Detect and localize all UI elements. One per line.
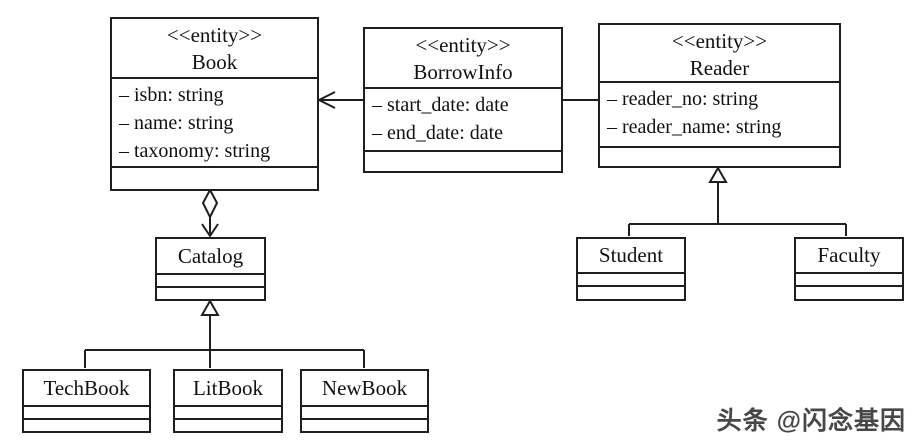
class-name: Reader: [689, 56, 750, 80]
attributes-compartment: [796, 272, 902, 285]
class-name: TechBook: [43, 375, 130, 400]
class-name: Student: [598, 243, 664, 267]
class-title: <<entity>> BorrowInfo: [365, 29, 561, 87]
attribute: – isbn: string: [119, 84, 224, 106]
operations-compartment: [302, 418, 427, 431]
attributes-compartment: – start_date: date – end_date: date: [365, 87, 561, 150]
class-title: <<entity>> Book: [112, 19, 317, 77]
class-box-newbook: NewBook: [300, 369, 429, 433]
generalization-reader-children: [628, 165, 847, 236]
attribute: – name: string: [119, 112, 234, 134]
watermark-text: 头条 @闪念基因: [716, 407, 906, 435]
class-name: LitBook: [192, 375, 263, 400]
class-box-reader: <<entity>> Reader – reader_no: string – …: [598, 23, 841, 168]
class-stereotype: <<entity>>: [415, 33, 511, 57]
generalization-catalog-children: [84, 298, 365, 368]
class-name: BorrowInfo: [413, 60, 513, 84]
class-box-catalog: Catalog: [155, 237, 266, 301]
attribute: – reader_no: string: [607, 88, 759, 110]
class-name: Book: [191, 50, 238, 74]
class-name: NewBook: [321, 375, 408, 400]
attribute: – taxonomy: string: [119, 140, 271, 162]
attributes-compartment: [24, 405, 149, 418]
attribute: – reader_name: string: [607, 116, 782, 138]
class-box-faculty: Faculty: [794, 237, 904, 301]
attribute: – start_date: date: [372, 94, 509, 116]
class-name: Faculty: [817, 243, 881, 267]
attributes-compartment: [578, 272, 684, 285]
attributes-compartment: – reader_no: string – reader_name: strin…: [600, 81, 839, 146]
association-borrowinfo-to-book: [316, 91, 363, 109]
attributes-compartment: [175, 405, 281, 418]
attribute: – end_date: date: [372, 122, 504, 144]
class-box-borrowinfo: <<entity>> BorrowInfo – start_date: date…: [363, 27, 563, 173]
operations-compartment: [112, 166, 317, 189]
class-name: Catalog: [177, 243, 244, 268]
class-box-litbook: LitBook: [173, 369, 283, 433]
class-stereotype: <<entity>>: [671, 29, 768, 53]
class-box-techbook: TechBook: [22, 369, 151, 433]
operations-compartment: [175, 418, 281, 431]
operations-compartment: [157, 286, 264, 299]
aggregation-book-to-catalog: [201, 187, 219, 238]
attributes-compartment: – isbn: string – name: string – taxonomy…: [112, 77, 317, 166]
attributes-compartment: [157, 273, 264, 286]
attributes-compartment: [302, 405, 427, 418]
class-title: <<entity>> Reader: [600, 25, 839, 81]
class-box-student: Student: [576, 237, 686, 301]
operations-compartment: [578, 285, 684, 299]
operations-compartment: [365, 150, 561, 171]
operations-compartment: [600, 146, 839, 166]
class-stereotype: <<entity>>: [166, 23, 263, 47]
operations-compartment: [796, 285, 902, 299]
operations-compartment: [24, 418, 149, 431]
class-box-book: <<entity>> Book – isbn: string – name: s…: [110, 17, 319, 191]
